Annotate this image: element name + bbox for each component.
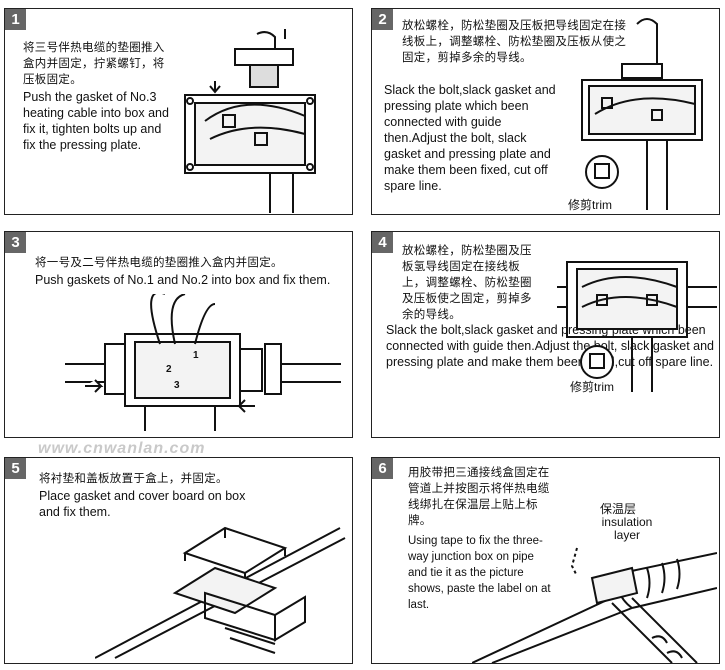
gasket-marker-3: 3 [174,380,180,391]
step-number: 5 [5,458,26,479]
step-3-english-text: Push gaskets of No.1 and No.2 into box a… [35,273,331,287]
step-2-chinese-text: 放松螺栓，防松垫圈及压板把导线固定在接线板上，调整螺栓、防松垫圈及压板从使之固定… [402,18,627,64]
step-5-junction-box-illustration [95,526,346,659]
insulation-label-english: insulation layer [601,515,653,542]
step-6-panel: 6 用胶带把三通接线盒固定在管道上并按图示将伴热电缆线绑扎在保温层上贴上标牌。 … [371,457,720,664]
step-number: 3 [5,232,26,253]
step-5-english-text: Place gasket and cover board on box and … [39,489,246,519]
step-2-junction-box-illustration [581,18,703,210]
step-6-english-text: Using tape to fix the three-way junction… [408,535,551,611]
step-3-junction-box-illustration [65,294,341,431]
step-4-junction-box-illustration [557,261,717,392]
step-2-english-text: Slack the bolt,slack gasket and pressing… [384,83,556,193]
trim-label: 修剪trim [568,198,612,212]
gasket-marker-2: 2 [166,364,172,375]
step-number: 4 [372,232,393,253]
step-number: 6 [372,458,393,479]
step-5-panel: 5 将衬垫和盖板放置于盒上，并固定。 Place gasket and cove… [4,457,353,664]
step-1-chinese-text: 将三号伴热电缆的垫圈推入盒内并固定，拧紧螺钉，将压板固定。 [23,40,165,86]
step-number: 2 [372,9,393,30]
step-4-panel: 4 放松螺栓，防松垫圈及压板氢导线固定在接线板上，调整螺栓、防松垫圈及压板使之固… [371,231,720,438]
step-3-panel: 3 将一号及二号伴热电缆的垫圈推入盒内并固定。 Push gaskets of … [4,231,353,438]
trim-label: 修剪trim [570,380,614,394]
gasket-marker-1: 1 [193,350,199,361]
step-4-chinese-text: 放松螺栓，防松垫圈及压板氢导线固定在接线板上，调整螺栓、防松垫圈及压板使之固定，… [402,243,532,321]
step-6-pipe-illustration [472,547,717,663]
step-1-english-text: Push the gasket of No.3 heating cable in… [23,90,169,152]
website-watermark: www.cnwanlan.com [38,440,206,457]
insulation-label-chinese: 保温层 [600,502,637,516]
step-5-chinese-text: 将衬垫和盖板放置于盒上，并固定。 [39,471,228,485]
step-1-panel: 1 将三号伴热电缆的垫圈推入盒内并固定，拧紧螺钉，将压板固定。 Push the… [4,8,353,215]
step-2-panel: 2 放松螺栓，防松垫圈及压板把导线固定在接线板上，调整螺栓、防松垫圈及压板从使之… [371,8,720,215]
step-6-chinese-text: 用胶带把三通接线盒固定在管道上并按图示将伴热电缆线绑扎在保温层上贴上标牌。 [408,465,550,527]
step-3-chinese-text: 将一号及二号伴热电缆的垫圈推入盒内并固定。 [35,255,283,269]
step-number: 1 [5,9,26,30]
step-1-junction-box-illustration [184,29,316,213]
